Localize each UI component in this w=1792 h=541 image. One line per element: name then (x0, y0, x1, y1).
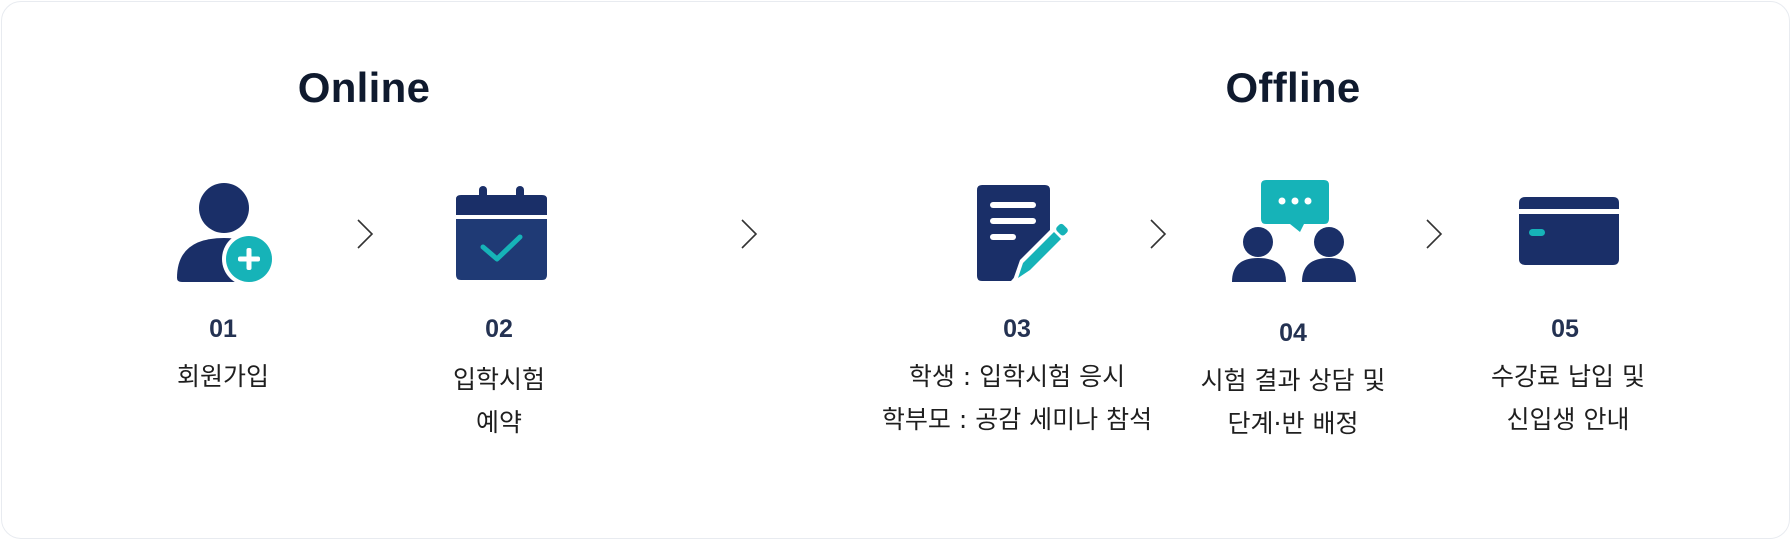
chevron-right-icon (741, 219, 758, 249)
step-description-line: 단계·반 배정 (1227, 409, 1359, 438)
card-icon (1519, 197, 1621, 271)
chevron-right-icon (1426, 219, 1443, 249)
step-number-01: 01 (209, 315, 237, 343)
consultation-icon (1232, 180, 1358, 288)
section-title-offline: Offline (1225, 64, 1361, 111)
step-number-05: 05 (1551, 315, 1579, 343)
step-description-04: 시험 결과 상담 및 단계·반 배정 (1123, 359, 1463, 445)
step-description-line: 신입생 안내 (1506, 405, 1630, 434)
step-description-line: 예약 (475, 408, 522, 437)
step-description-05: 수강료 납입 및 신입생 안내 (1398, 355, 1738, 441)
step-description-02: 입학시험 예약 (329, 358, 669, 444)
step-description-line: 회원가입 (176, 362, 269, 391)
document-edit-icon (977, 184, 1071, 290)
section-title-online: Online (297, 64, 431, 111)
step-number-03: 03 (1003, 315, 1031, 343)
step-description-line: 시험 결과 상담 및 (1200, 366, 1386, 395)
step-description-line: 입학시험 (452, 365, 545, 394)
step-number-02: 02 (485, 315, 513, 343)
step-description-line: 학부모 : 공감 세미나 참석 (881, 405, 1153, 434)
chevron-right-icon (1150, 219, 1167, 249)
step-description-line: 학생 : 입학시험 응시 (908, 362, 1126, 391)
step-number-04: 04 (1279, 319, 1307, 347)
step-description-03: 학생 : 입학시험 응시 학부모 : 공감 세미나 참석 (847, 355, 1187, 441)
step-description-line: 수강료 납입 및 (1491, 362, 1645, 391)
calendar-check-icon (456, 185, 548, 285)
step-description-01: 회원가입 (53, 355, 393, 398)
user-add-icon (174, 182, 278, 290)
chevron-right-icon (357, 219, 374, 249)
